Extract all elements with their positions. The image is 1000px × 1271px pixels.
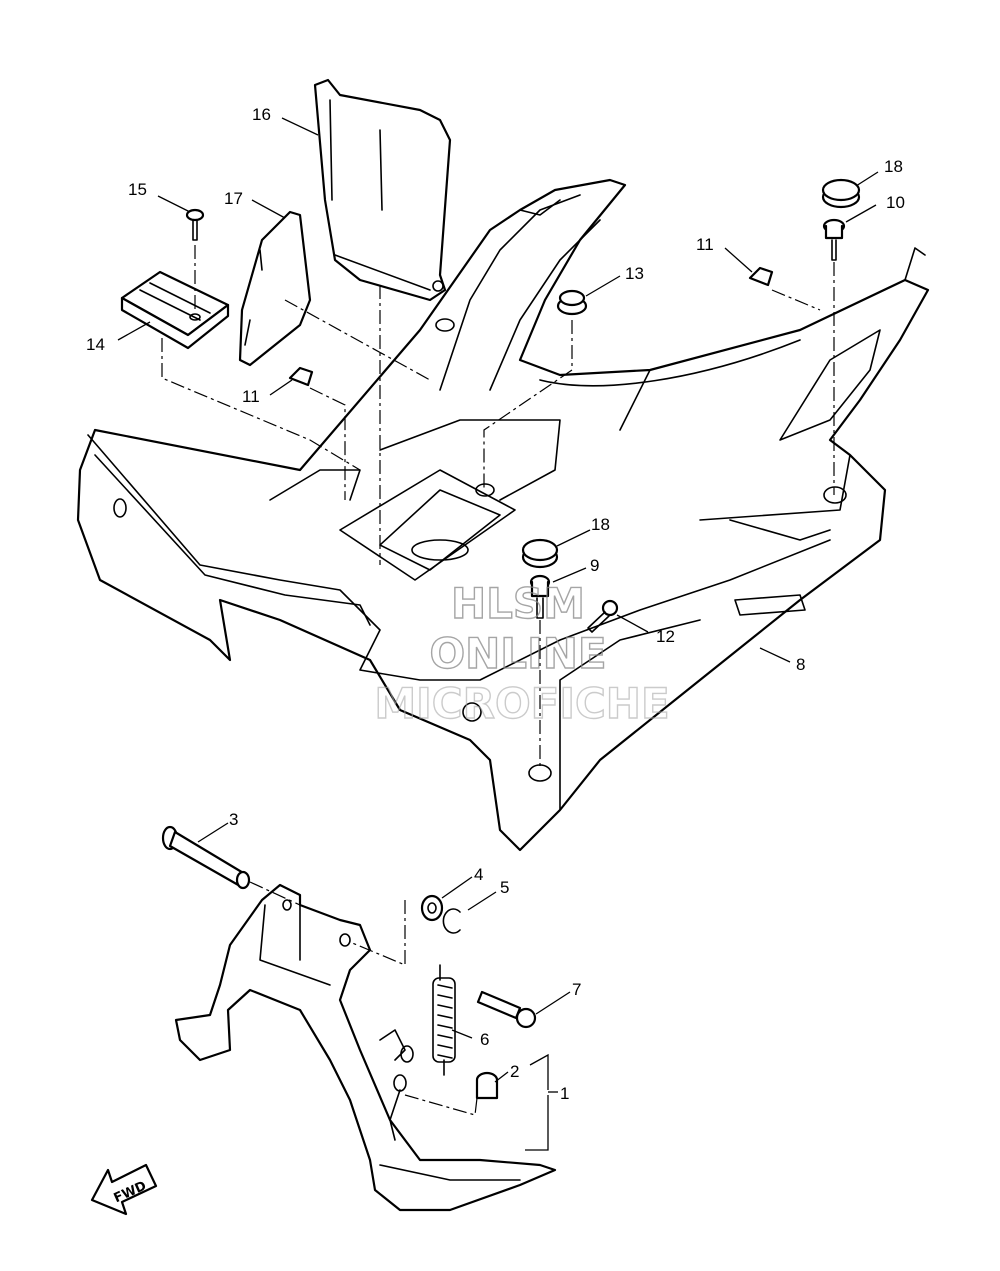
callout-2: 2 [510,1062,519,1081]
fwd-direction-badge: FWD [90,1163,158,1216]
front-panel-part-16 [313,78,452,302]
bolt-part-7 [476,990,537,1029]
cap-part-18-upper [821,178,861,209]
callout-11-right: 11 [696,235,714,254]
spring-part-6 [432,964,456,1076]
screw-part-15 [185,208,205,241]
assembly-lines [161,245,835,1116]
grommet-part-13 [556,289,588,316]
cap-part-2 [475,1071,499,1100]
callout-18-upper: 18 [884,157,903,176]
callout-9: 9 [590,556,599,575]
side-cover-part-17 [238,210,312,367]
callout-4: 4 [474,865,483,884]
callout-12: 12 [656,627,675,646]
watermark-line-2: ONLINE [429,629,606,678]
callout-16: 16 [252,105,271,124]
callout-11-left: 11 [242,387,260,406]
callout-1: 1 [560,1084,569,1103]
callout-labels: 1 2 3 4 5 6 7 8 9 10 11 11 12 13 14 15 1… [86,105,905,1103]
cap-part-18-lower [521,538,559,569]
callout-15: 15 [128,180,147,199]
callout-17: 17 [224,189,243,208]
leader-lines [117,117,879,1151]
bolt-part-9 [529,574,551,619]
clip-part-11-left [288,366,314,387]
callout-7: 7 [572,980,581,999]
leg-shield-part-8 [76,178,930,852]
circlip-part-5 [442,908,461,934]
pad-part-14 [120,270,230,350]
watermark-line-1: HLSM [451,579,585,628]
screw-part-12 [587,599,619,633]
callout-5: 5 [500,878,509,897]
clip-part-11-right [748,266,774,287]
main-stand-part-1 [174,883,557,1212]
callout-8: 8 [796,655,805,674]
callout-3: 3 [229,810,238,829]
watermark: HLSM ONLINE MICROFICHE [374,578,671,728]
callout-6: 6 [480,1030,489,1049]
bolt-part-10 [822,218,846,261]
watermark-line-3: MICROFICHE [374,679,669,728]
callout-14: 14 [86,335,105,354]
callout-18-lower: 18 [591,515,610,534]
callout-10: 10 [886,193,905,212]
callout-13: 13 [625,264,644,283]
shaft-part-3 [161,825,251,890]
washer-part-4 [420,894,444,922]
